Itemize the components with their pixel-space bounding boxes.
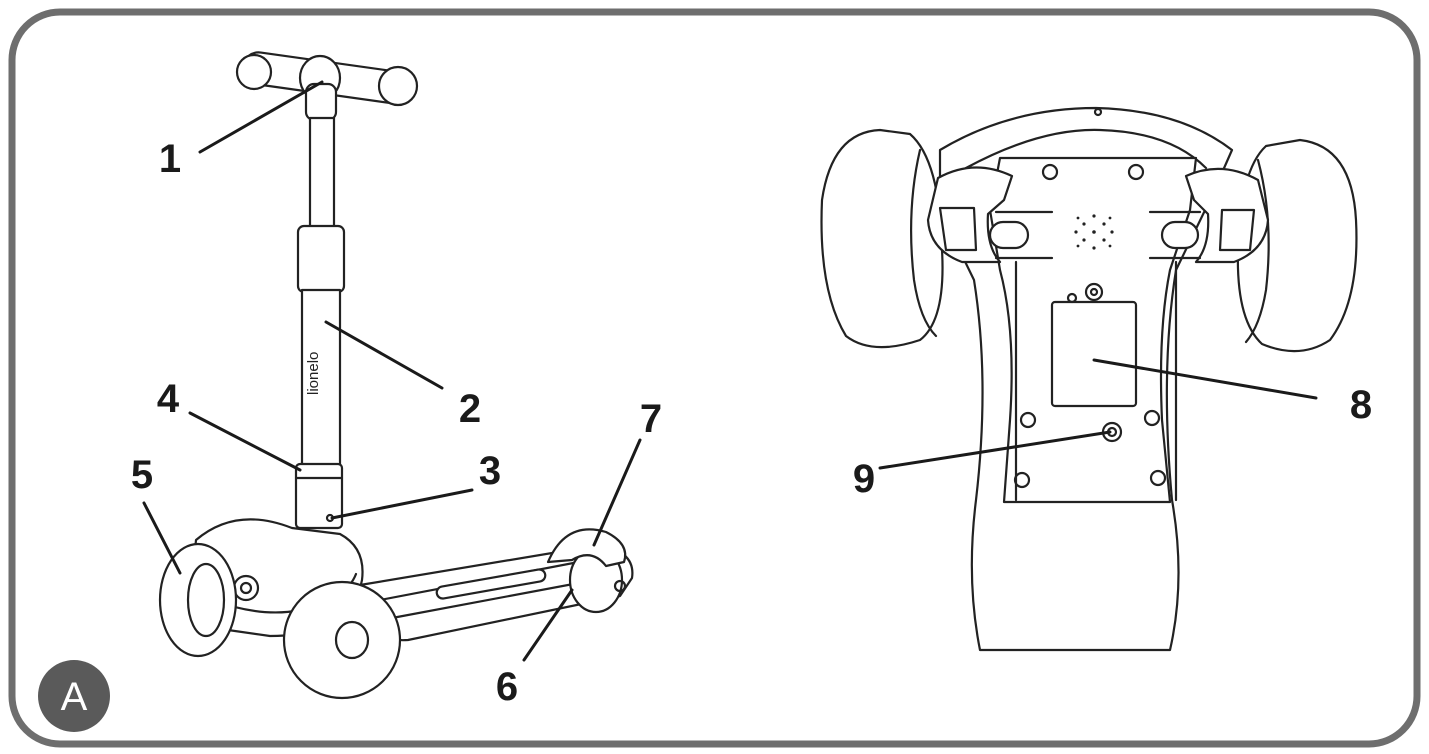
- callout-leader-4: [190, 413, 300, 470]
- callout-label-3: 3: [479, 449, 501, 493]
- callout-leader-3: [332, 490, 472, 518]
- scooter-underside-view: [822, 108, 1357, 650]
- handlebar: [237, 50, 417, 120]
- callout-label-6: 6: [496, 665, 518, 709]
- scooter-side-view: lionelo: [160, 50, 632, 698]
- brand-mark: lionelo: [305, 352, 322, 395]
- battery-cover: [1052, 302, 1136, 406]
- callout-label-2: 2: [459, 387, 481, 431]
- callout-label-4: 4: [157, 377, 180, 421]
- figure-badge: A: [38, 660, 110, 732]
- badge-label: A: [61, 675, 88, 719]
- callout-label-9: 9: [853, 457, 875, 501]
- callout-leader-1: [200, 82, 322, 152]
- callout-label-8: 8: [1350, 383, 1372, 427]
- callout-leader-5: [144, 503, 180, 573]
- height-adjust-sleeve: [298, 226, 344, 292]
- underside-wheel-left: [822, 130, 943, 347]
- callout-label-5: 5: [131, 453, 153, 497]
- front-wheel-right: [284, 582, 400, 698]
- callout-label-1: 1: [159, 137, 181, 181]
- callout-label-7: 7: [640, 397, 662, 441]
- callout-leader-2: [326, 322, 442, 388]
- callout-leader-7: [594, 440, 640, 545]
- upper-stem: [310, 118, 334, 238]
